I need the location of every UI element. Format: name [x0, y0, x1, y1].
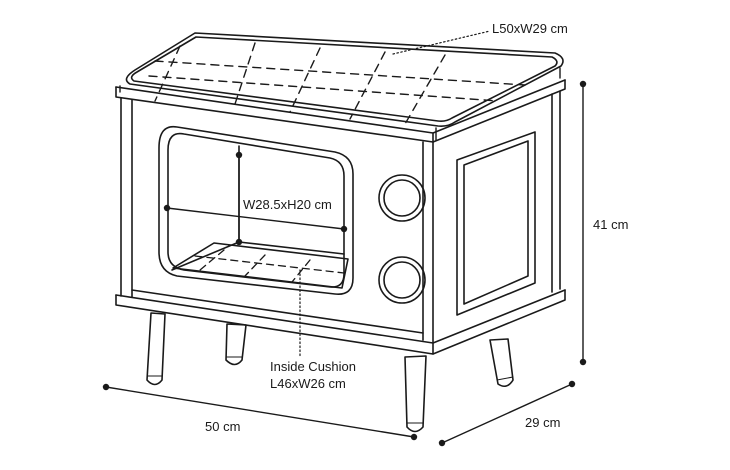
inside-cushion	[172, 242, 349, 358]
dim-dot	[340, 225, 348, 233]
dim-dot	[235, 151, 243, 159]
depth-dimension-line	[441, 383, 573, 444]
top-cushion-leader	[392, 30, 491, 55]
depth-label: 29 cm	[525, 415, 560, 430]
inside-cushion-label: Inside Cushion	[270, 359, 356, 374]
width-dimension-line	[105, 386, 415, 438]
inside-cushion-size-label: L46xW26 cm	[270, 376, 346, 391]
cabinet-drawing	[115, 30, 566, 433]
width-label: 50 cm	[205, 419, 240, 434]
dim-dot	[235, 238, 243, 246]
side-panel	[456, 131, 536, 316]
opening-size-label: W28.5xH20 cm	[243, 197, 332, 212]
top-cushion-label: L50xW29 cm	[492, 21, 568, 36]
top-cushion-seams	[148, 42, 526, 125]
knob-lower	[378, 256, 426, 304]
top-cushion	[119, 30, 564, 141]
legs	[146, 312, 514, 433]
cabinet-body	[115, 79, 566, 355]
opening-dimension	[166, 151, 345, 243]
height-label: 41 cm	[593, 217, 628, 232]
dim-dot	[163, 204, 171, 212]
knob-upper	[378, 174, 426, 222]
overall-dimensions	[105, 84, 584, 444]
